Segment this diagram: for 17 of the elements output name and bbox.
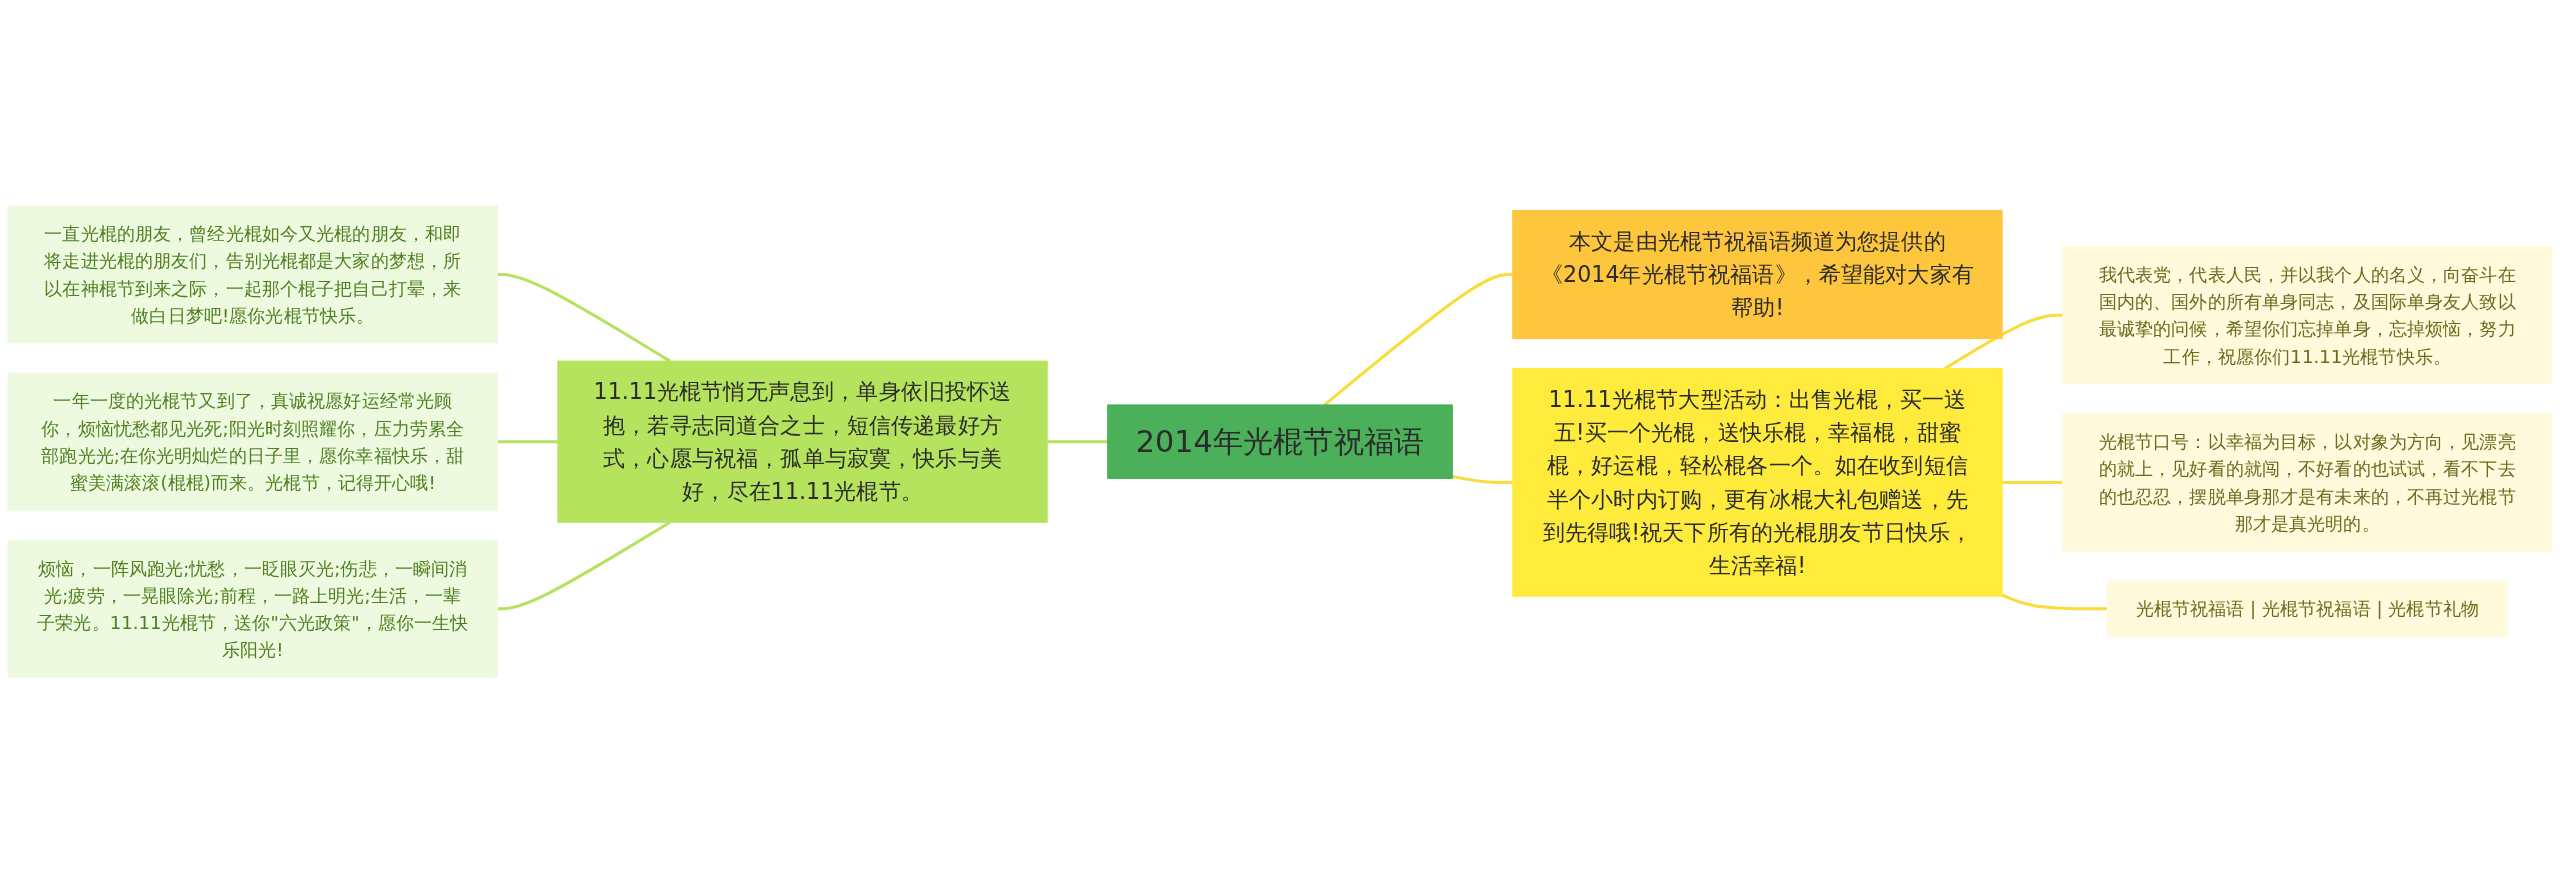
- connector: [1047, 440, 1108, 443]
- node-box: 光棍节祝福语 | 光棍节祝福语 | 光棍节礼物: [2106, 580, 2508, 637]
- connector: [1943, 313, 2063, 370]
- connector: [1323, 272, 1513, 406]
- connector: [2001, 593, 2108, 611]
- node-box: 烦恼，一阵风跑光;忧愁，一眨眼灭光;伤悲，一瞬间消光;疲劳，一晃眼除光;前程，一路上明光;生活，一辈子荣光。11.11光棍节，送你"六光政策"，愿你一生快乐阳光!: [7, 539, 498, 678]
- node-box: 我代表党，代表人民，并以我个人的名义，向奋斗在国内的、国外的所有单身同志，及国际单身友人致以最诚挚的问候，希望你们忘掉单身，忘掉烦恼，努力工作，祝愿你们11.11光棍节快乐。: [2062, 246, 2553, 385]
- connector: [497, 440, 558, 443]
- node-box: 2014年光棍节祝福语: [1107, 404, 1453, 479]
- node-box: 一直光棍的朋友，曾经光棍如今又光棍的朋友，和即将走进光棍的朋友们，告别光棍都是大家的梦想，所以在神棍节到来之际，一起那个棍子把自己打晕，来做白日梦吧!愿你光棍节快乐。: [7, 205, 498, 344]
- node-box: 一年一度的光棍节又到了，真诚祝愿好运经常光顾你，烦恼忧愁都见光死;阳光时刻照耀你，压力劳累全部跑光光;在你光明灿烂的日子里，愿你幸福快乐，甜蜜美满滚滚(棍棍)而来。光棍节，记得开心哦!: [7, 372, 498, 511]
- node-box: 11.11光棍节悄无声息到，单身依旧投怀送抱，若寻志同道合之士，短信传递最好方式，心愿与祝福，孤单与寂寞，快乐与美好，尽在11.11光棍节。: [557, 360, 1048, 523]
- node-box: 11.11光棍节大型活动：出售光棍，买一送五!买一个光棍，送快乐棍，幸福棍，甜蜜棍，好运棍，轻松棍各一个。如在收到短信半个小时内订购，更有冰棍大礼包赠送，先到先得哦!祝天下所有的光棍朋友节日快乐，生活幸福!: [1512, 368, 2003, 597]
- connector: [1452, 474, 1513, 484]
- node-box: 本文是由光棍节祝福语频道为您提供的《2014年光棍节祝福语》，希望能对大家有帮助!: [1512, 209, 2003, 339]
- connector: [2002, 480, 2063, 484]
- node-box: 光棍节口号：以幸福为目标，以对象为方向，见漂亮的就上，见好看的就闯，不好看的也试试，看不下去的也忍忍，摆脱单身那才是有未来的，不再过光棍节那才是真光明的。: [2062, 413, 2553, 552]
